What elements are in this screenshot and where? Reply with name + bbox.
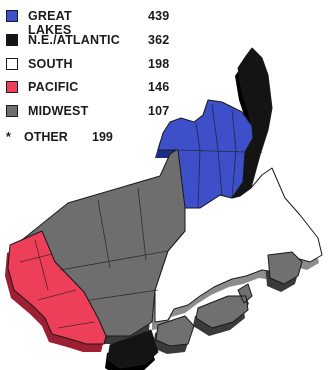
legend-label: N.E./ATLANTIC	[28, 32, 120, 47]
midwest-state-lines	[59, 187, 169, 301]
legend-value: 199	[92, 130, 113, 144]
legend-value: 362	[148, 32, 170, 47]
legend-value: 439	[148, 9, 170, 23]
legend-label: PACIFIC	[28, 80, 79, 95]
midwest-swatch	[6, 105, 18, 118]
legend-value: 107	[148, 104, 170, 119]
map-interior-borders	[19, 79, 271, 329]
legend-label: SOUTH	[28, 56, 73, 71]
pacific-state-lines	[19, 239, 95, 329]
great-lakes-swatch	[6, 10, 18, 22]
legend-value: 198	[148, 56, 170, 71]
ne-state-lines	[243, 79, 271, 161]
other-islands	[155, 251, 303, 347]
asterisk-marker: *	[6, 130, 11, 144]
great-lakes-state-lines	[177, 103, 246, 209]
legend-label: MIDWEST	[28, 104, 89, 119]
south-swatch	[6, 57, 18, 70]
map-regions	[7, 47, 323, 369]
legend-label: OTHER	[24, 130, 68, 144]
ne-atlantic-swatch	[6, 33, 18, 46]
legend-value: 146	[148, 80, 170, 95]
pacific-swatch	[6, 81, 18, 94]
ne-atlantic-region	[107, 47, 273, 369]
legend-label: GREAT LAKES	[28, 9, 72, 37]
